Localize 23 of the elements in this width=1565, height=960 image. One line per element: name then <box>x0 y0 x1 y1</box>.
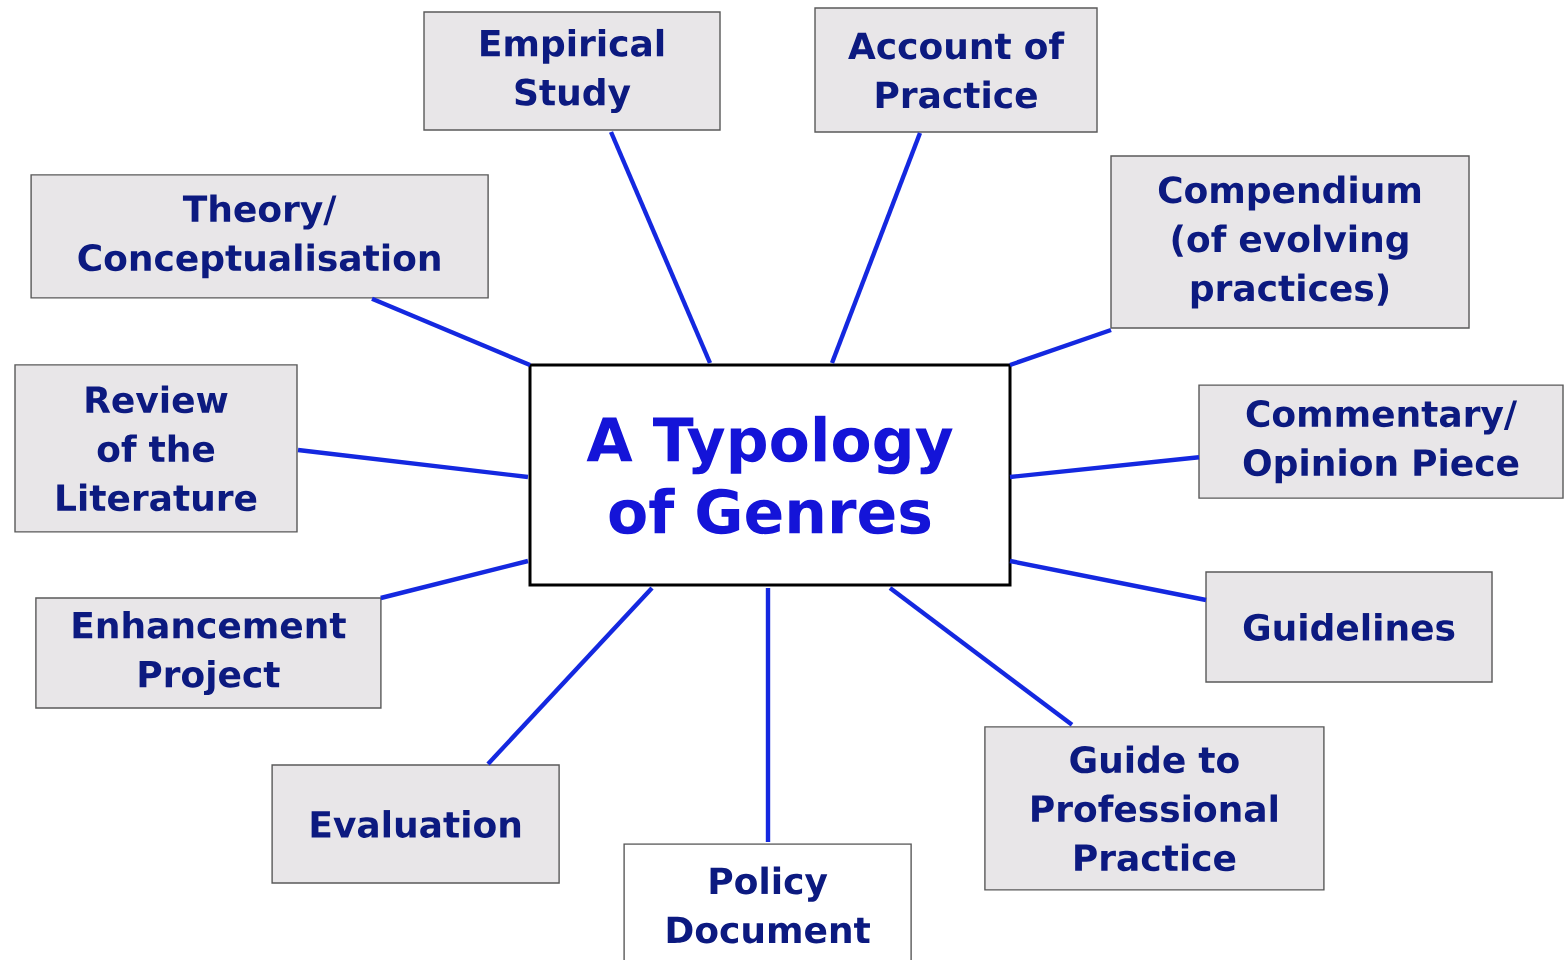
connector-line <box>1009 558 1207 603</box>
connector-line <box>888 586 1074 727</box>
connector-line <box>609 131 713 364</box>
connector-line <box>486 586 654 766</box>
genre-box: Compendium (of evolving practices) <box>1110 155 1470 329</box>
genre-box: Commentary/ Opinion Piece <box>1198 384 1564 499</box>
genre-box: Evaluation <box>271 764 560 884</box>
genre-box: Policy Document <box>623 843 912 960</box>
genre-box: Guidelines <box>1205 571 1493 683</box>
genre-box: Review of the Literature <box>14 364 298 533</box>
genre-box: Enhancement Project <box>35 597 382 709</box>
title-box: A Typology of Genres <box>528 363 1012 587</box>
connector-line <box>371 296 531 367</box>
genre-box: Guide to Professional Practice <box>984 726 1325 891</box>
genre-box: Account of Practice <box>814 7 1098 133</box>
connector-line <box>380 558 529 601</box>
connector-line <box>829 132 923 364</box>
connector-line <box>297 447 529 480</box>
connector-line <box>1009 455 1200 480</box>
genre-box: Empirical Study <box>423 11 721 131</box>
connector-line <box>1009 327 1112 368</box>
connector-line <box>765 588 771 842</box>
genre-box: Theory/ Conceptualisation <box>30 174 489 299</box>
